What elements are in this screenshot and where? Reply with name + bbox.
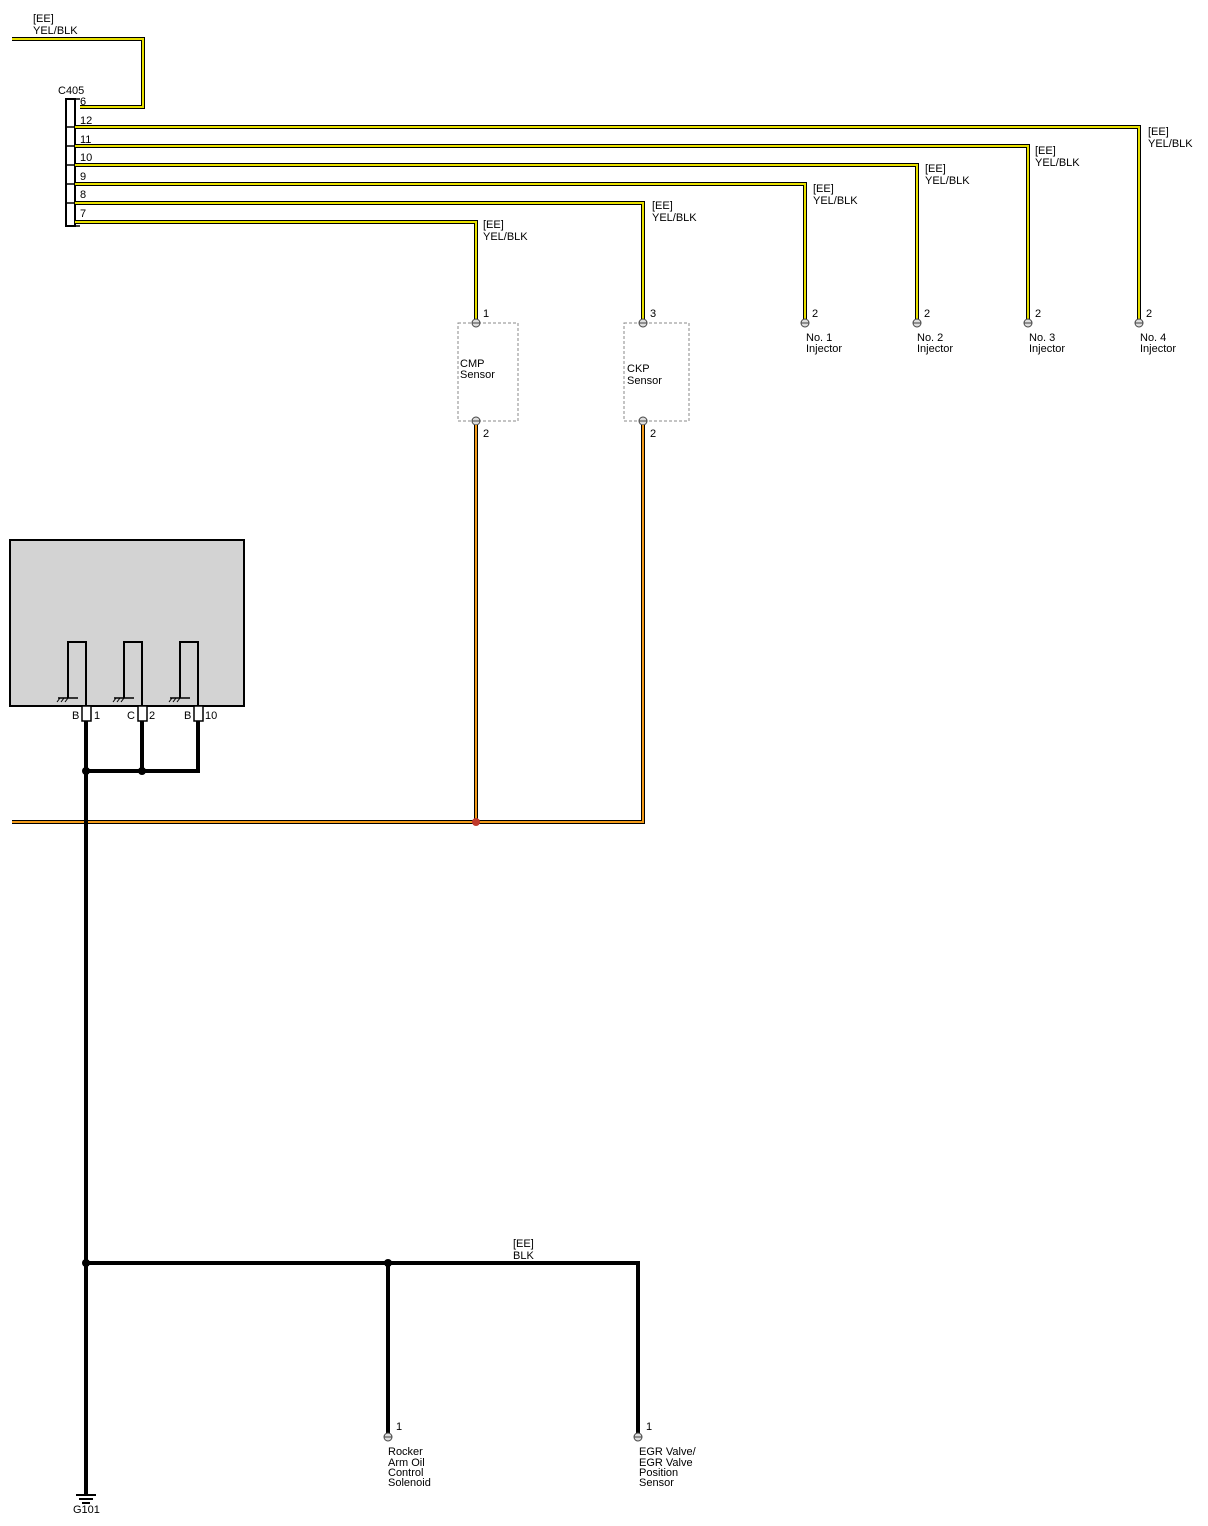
wire-inj2	[75, 163, 919, 323]
connector-c405-label: C405	[58, 85, 84, 97]
ground-g101-label: G101	[73, 1504, 100, 1516]
cmp-pin-bottom: 2	[483, 428, 489, 440]
ecm-pin-b1-number: 1	[94, 710, 100, 722]
inj4-wire-color: YEL/BLK	[1148, 138, 1193, 150]
c405-pin-8: 8	[80, 189, 86, 201]
orange-wires	[12, 425, 645, 824]
orange-splice-point	[472, 818, 480, 826]
egr-terminal	[633, 1432, 643, 1442]
ecm-pin-box-b1	[81, 705, 92, 722]
inj3-wire-code: [EE]	[1035, 145, 1056, 157]
inj1-wire-code: [EE]	[813, 183, 834, 195]
c405-pin-6: 6	[80, 96, 86, 108]
c405-pin-12: 12	[80, 115, 92, 127]
ground-bus-color: BLK	[513, 1250, 534, 1262]
cmp-label-1: CMP	[460, 358, 484, 370]
ecm-pin-box-b10	[193, 705, 204, 722]
injector-4-label-1: No. 4	[1140, 332, 1166, 344]
injector-4-pin: 2	[1146, 308, 1152, 320]
splice-ground-bus	[82, 1259, 90, 1267]
ckp-wire-code: [EE]	[652, 200, 673, 212]
injector-2-label-1: No. 2	[917, 332, 943, 344]
rocker-terminal	[383, 1432, 393, 1442]
ecm-pin-b10-number: 10	[205, 710, 217, 722]
wire-inj4	[75, 125, 1141, 323]
splice-rocker	[384, 1259, 392, 1267]
ckp-label-1: CKP	[627, 363, 650, 375]
ground-bus-code: [EE]	[513, 1238, 534, 1250]
ecm-block	[9, 539, 245, 712]
ecm-internal-ground-icon-2	[112, 697, 134, 703]
wire-ckp	[75, 201, 645, 323]
c405-pin-11: 11	[80, 134, 91, 146]
c405-pin-7: 7	[80, 208, 86, 220]
top-wire-color: YEL/BLK	[33, 25, 78, 37]
rocker-label-2: Arm Oil	[388, 1457, 425, 1469]
injector-2-pin: 2	[924, 308, 930, 320]
splice-ecm-c2	[138, 767, 146, 775]
black-ground-wires	[84, 721, 640, 1495]
injector-1-terminal	[800, 318, 810, 328]
ecm-pin-c2-connector: C	[127, 710, 135, 722]
cmp-wire-color: YEL/BLK	[483, 231, 528, 243]
inj1-wire-color: YEL/BLK	[813, 195, 858, 207]
egr-label-1: EGR Valve/	[639, 1446, 697, 1458]
inj2-wire-color: YEL/BLK	[925, 175, 970, 187]
injector-3-label-1: No. 3	[1029, 332, 1055, 344]
cmp-label-2: Sensor	[460, 369, 495, 381]
top-yel-blk-wire	[12, 37, 145, 109]
wire-cmp	[75, 220, 478, 323]
ckp-label-2: Sensor	[627, 375, 662, 387]
splice-ecm-grounds	[82, 767, 90, 775]
ckp-wire-color: YEL/BLK	[652, 212, 697, 224]
injector-1-label-1: No. 1	[806, 332, 832, 344]
wire-inj1	[75, 182, 807, 323]
injector-2-terminal	[912, 318, 922, 328]
injector-1-pin: 2	[812, 308, 818, 320]
ecm-pin-c2-number: 2	[149, 710, 155, 722]
ckp-pin-top: 3	[650, 308, 656, 320]
egr-label-3: Position	[639, 1467, 678, 1479]
rocker-pin: 1	[396, 1421, 402, 1433]
egr-pin: 1	[646, 1421, 652, 1433]
injector-4-terminal	[1134, 318, 1144, 328]
ecm-pin-b1-connector: B	[72, 710, 79, 722]
wire-inj3	[75, 144, 1030, 323]
inj3-wire-color: YEL/BLK	[1035, 157, 1080, 169]
injector-1-label-2: Injector	[806, 343, 842, 355]
inj4-wire-code: [EE]	[1148, 126, 1169, 138]
top-wire-code: [EE]	[33, 13, 54, 25]
egr-label-2: EGR Valve	[639, 1457, 693, 1469]
connector-c405	[65, 98, 80, 227]
rocker-label-1: Rocker	[388, 1446, 423, 1458]
cmp-pin-top: 1	[483, 308, 489, 320]
ecm-internal-ground-icon-1	[56, 697, 78, 703]
injector-3-pin: 2	[1035, 308, 1041, 320]
ecm-internal-ground-icon-3	[168, 697, 190, 703]
rocker-label-4: Solenoid	[388, 1477, 431, 1489]
injector-3-terminal	[1023, 318, 1033, 328]
egr-label-4: Sensor	[639, 1477, 674, 1489]
c405-pin-10: 10	[80, 152, 92, 164]
ecm-pin-b10-connector: B	[184, 710, 191, 722]
rocker-label-3: Control	[388, 1467, 423, 1479]
ecm-pin-box-c2	[137, 705, 148, 722]
ckp-sensor	[623, 318, 690, 426]
inj2-wire-code: [EE]	[925, 163, 946, 175]
ground-icon	[76, 1494, 96, 1504]
c405-pin-9: 9	[80, 171, 86, 183]
ckp-pin-bottom: 2	[650, 428, 656, 440]
injector-3-label-2: Injector	[1029, 343, 1065, 355]
injector-4-label-2: Injector	[1140, 343, 1176, 355]
injector-2-label-2: Injector	[917, 343, 953, 355]
cmp-wire-code: [EE]	[483, 219, 504, 231]
